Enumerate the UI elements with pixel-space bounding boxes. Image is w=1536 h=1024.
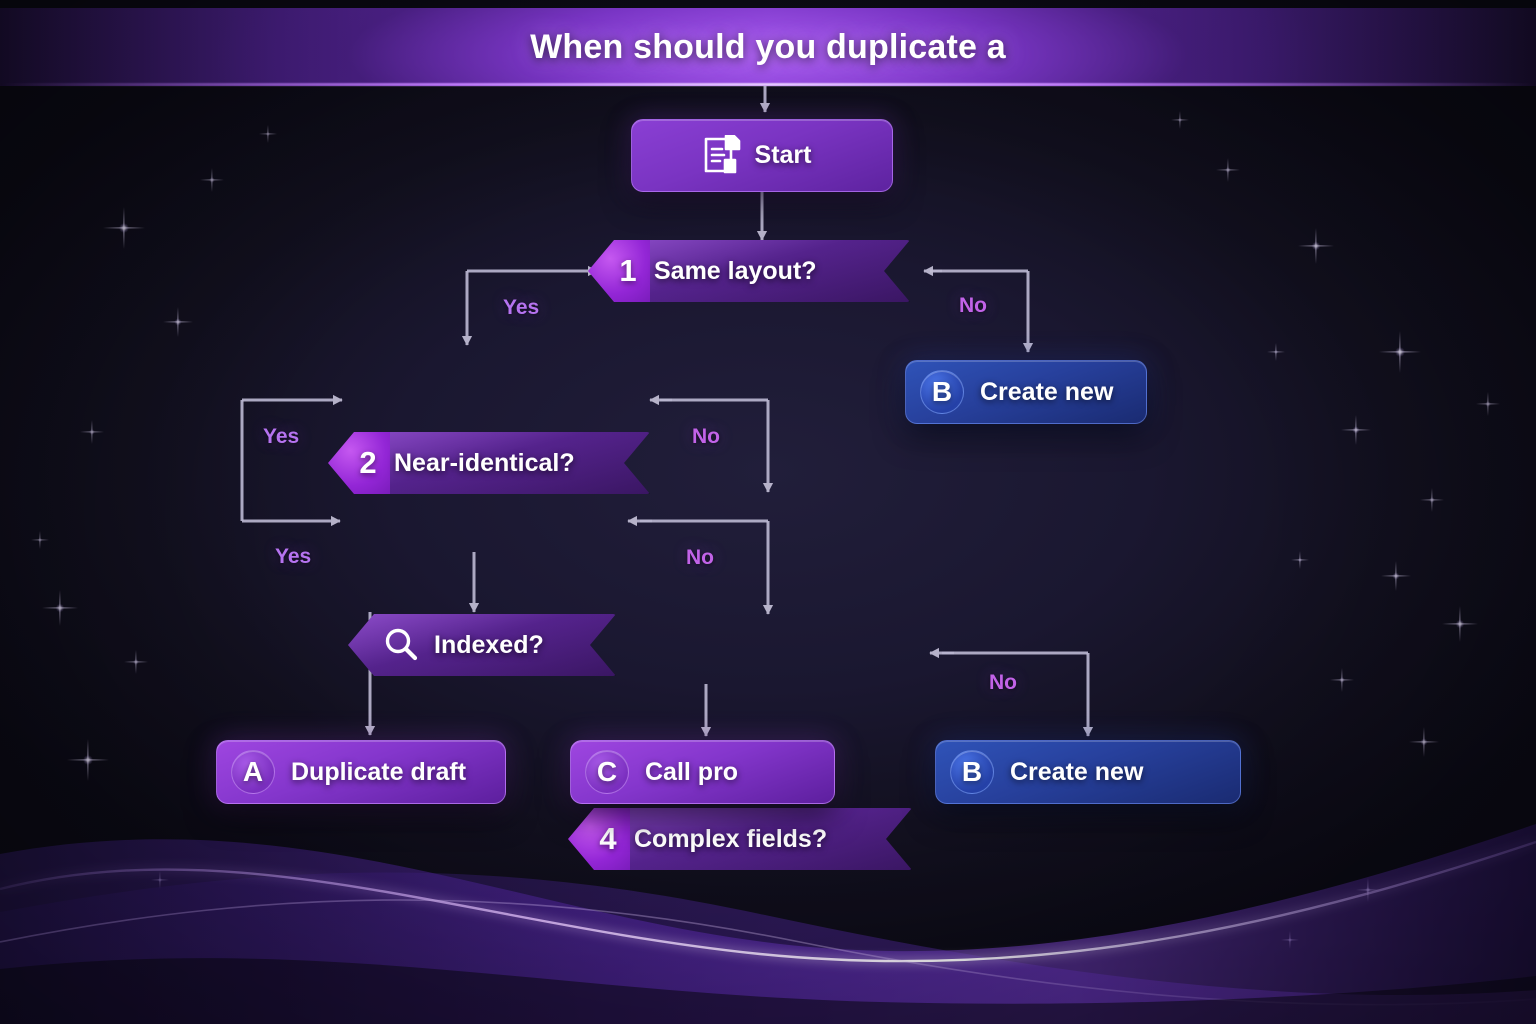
node-content: Complex fields?	[590, 825, 867, 854]
edge-label-yes-2: Yes	[263, 425, 300, 448]
node-decision-near-identical-label: Near-identical?	[394, 448, 575, 477]
hex-highlight	[590, 808, 912, 870]
star-sparkle	[37, 537, 43, 543]
edge-label-no-2: No	[692, 425, 720, 448]
hex-highlight	[348, 614, 616, 676]
node-decision-same-layout-label: Same layout?	[654, 256, 817, 285]
star-sparkle	[1391, 571, 1401, 581]
star-sparkle	[208, 176, 216, 184]
node-decision-same-layout[interactable]: 1 Same layout?	[588, 240, 910, 302]
node-terminal-call-pro-label: Call pro	[645, 757, 739, 786]
node-content: Near-identical?	[350, 449, 615, 478]
node-decision-complex-fields[interactable]: 4 Complex fields?	[568, 808, 912, 870]
node-terminal-duplicate-draft-label: Duplicate draft	[291, 757, 467, 786]
hex-shape	[610, 240, 910, 302]
star-sparkle	[173, 317, 183, 327]
node-terminal-create-new-top-label: Create new	[980, 377, 1114, 406]
node-decision-indexed[interactable]: Indexed?	[348, 614, 616, 676]
star-sparkle	[132, 658, 140, 666]
node-content: Indexed?	[348, 626, 584, 664]
node-start-label: Start	[754, 141, 812, 169]
node-badge-a: A	[231, 750, 275, 794]
star-sparkle	[81, 753, 95, 767]
star-sparkle	[1310, 240, 1322, 252]
star-sparkle	[1273, 349, 1279, 355]
star-sparkle	[1393, 345, 1407, 359]
node-content: Same layout?	[610, 257, 857, 286]
node-badge-b-bottom: B	[950, 750, 994, 794]
node-start[interactable]: Start	[631, 119, 893, 192]
edge-label-yes-3: Yes	[275, 545, 312, 568]
node-terminal-create-new-top[interactable]: B Create new	[905, 360, 1147, 424]
duplicate-document-icon	[701, 134, 741, 177]
node-decision-near-identical[interactable]: 2 Near-identical?	[328, 432, 650, 494]
star-sparkle	[1454, 618, 1466, 630]
edge-label-no-3: No	[686, 546, 714, 569]
star-sparkle	[117, 221, 131, 235]
node-badge-b-top: B	[920, 370, 964, 414]
node-decision-indexed-label: Indexed?	[434, 630, 544, 659]
search-icon	[382, 626, 420, 664]
node-terminal-call-pro[interactable]: C Call pro	[570, 740, 835, 804]
header-banner: When should you duplicate a	[0, 8, 1536, 86]
hex-shape	[348, 614, 616, 676]
hex-shape	[590, 808, 912, 870]
node-terminal-duplicate-draft[interactable]: A Duplicate draft	[216, 740, 506, 804]
node-terminal-create-new-bottom[interactable]: B Create new	[935, 740, 1241, 804]
hex-shape	[350, 432, 650, 494]
star-sparkle	[1177, 117, 1183, 123]
edge-label-no-1: No	[959, 294, 987, 317]
star-sparkle	[1419, 737, 1429, 747]
star-sparkle	[1484, 400, 1492, 408]
node-badge-1-text: 1	[619, 253, 637, 288]
node-badge-2-text: 2	[359, 445, 377, 480]
node-terminal-create-new-bottom-label: Create new	[1010, 757, 1144, 786]
star-sparkle	[1428, 496, 1436, 504]
node-badge-4-text: 4	[599, 821, 617, 856]
star-sparkle	[1297, 557, 1303, 563]
star-sparkle	[54, 602, 66, 614]
hex-highlight	[350, 432, 650, 494]
edge-label-no-4: No	[989, 671, 1017, 694]
star-sparkle	[1351, 425, 1361, 435]
edge-label-yes-1: Yes	[503, 296, 540, 319]
star-sparkle	[1224, 166, 1232, 174]
star-sparkle	[265, 131, 271, 137]
hex-highlight	[610, 240, 910, 302]
page-title: When should you duplicate a	[530, 27, 1006, 66]
star-sparkle	[1338, 676, 1346, 684]
star-sparkle	[88, 428, 96, 436]
node-badge-c: C	[585, 750, 629, 794]
node-decision-complex-fields-label: Complex fields?	[634, 824, 828, 853]
